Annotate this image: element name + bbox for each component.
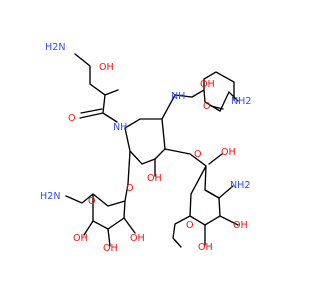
hydroxyl-left-chain: OH xyxy=(99,62,114,73)
hydroxyl-left-ring-3: OH xyxy=(130,233,145,244)
molecule-structure: H2N OH O NH NH OH O NH2 OH O O H2N O OH … xyxy=(40,42,252,254)
atom-labels: H2N OH O NH NH OH O NH2 OH O O H2N O OH … xyxy=(40,42,252,254)
hydroxyl-right-chain: OH xyxy=(200,79,215,90)
amine-nh2-right-ring: NH2 xyxy=(230,180,251,191)
bond-lines xyxy=(65,53,239,248)
hydroxyl-left-ring-1: OH xyxy=(73,233,88,244)
ring-oxygen-right: O xyxy=(186,220,194,231)
carbonyl-oxygen-right: O xyxy=(203,101,211,112)
ether-oxygen-left: O xyxy=(126,183,134,194)
hydroxyl-right-ring-1: OH xyxy=(221,147,236,158)
amine-nh2-bottom-left: H2N xyxy=(40,191,61,202)
hydroxyl-left-ring-2: OH xyxy=(103,243,118,254)
hydroxyl-right-ring-3: OH xyxy=(198,242,213,253)
amide-nh-right: NH xyxy=(171,91,185,102)
hydroxyl-right-ring-2: OH xyxy=(233,220,248,231)
amide-nh-left: NH xyxy=(113,122,127,133)
ether-oxygen-right: O xyxy=(194,149,202,160)
ring-oxygen-left: O xyxy=(88,196,96,207)
carbonyl-oxygen-left: O xyxy=(68,113,76,124)
amine-nh2-right-chain: NH2 xyxy=(231,96,252,107)
hydroxyl-center: OH xyxy=(147,173,162,184)
amine-nh2-left-chain: H2N xyxy=(45,42,66,53)
